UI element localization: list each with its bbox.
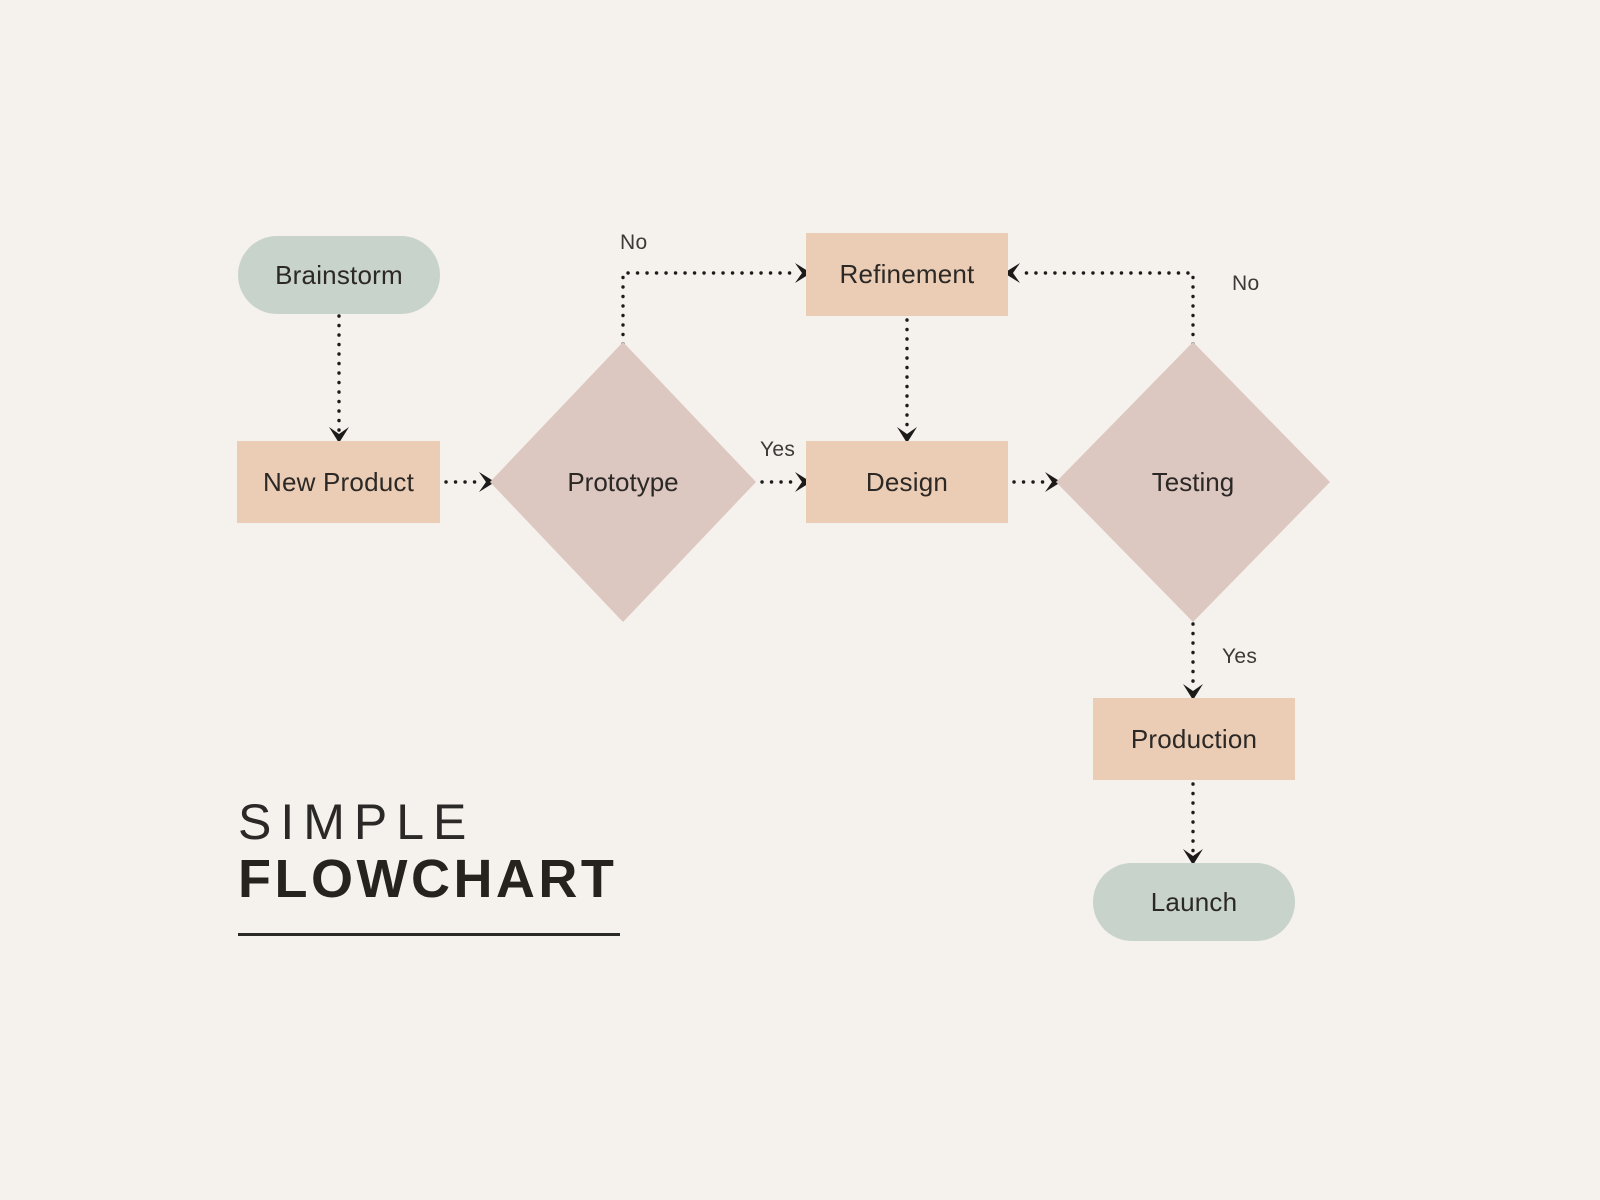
node-new-product[interactable]: New Product (237, 441, 440, 523)
node-design-label: Design (865, 466, 949, 497)
testing-text-wrap: Testing (1056, 342, 1330, 622)
node-new-product-label: New Product (262, 466, 415, 497)
node-production-label: Production (1130, 723, 1258, 754)
node-testing-label: Testing (1151, 466, 1235, 497)
node-brainstorm-label: Brainstorm (275, 259, 403, 290)
node-prototype[interactable]: Prototype (490, 342, 756, 622)
node-refinement[interactable]: Refinement (806, 233, 1008, 316)
edge-testing-no-to-refinement (1018, 271, 1195, 346)
title-divider (238, 932, 620, 936)
node-production[interactable]: Production (1093, 698, 1295, 780)
node-brainstorm[interactable]: Brainstorm (238, 236, 440, 314)
edge-label-no-prototype: No (620, 231, 648, 254)
edge-prototype-no-to-refinement (621, 271, 800, 346)
node-testing[interactable]: Testing (1056, 342, 1330, 622)
node-prototype-label: Prototype (567, 466, 679, 497)
edge-label-yes-prototype: Yes (760, 438, 796, 461)
node-launch-label: Launch (1150, 886, 1238, 917)
title-block: SIMPLE FLOWCHART (238, 795, 658, 936)
page-title-line-1: SIMPLE (238, 794, 476, 850)
node-design[interactable]: Design (806, 441, 1008, 523)
edge-label-yes-testing: Yes (1222, 645, 1258, 668)
node-launch[interactable]: Launch (1093, 863, 1295, 941)
node-refinement-label: Refinement (839, 259, 975, 289)
page-title-line-2: FLOWCHART (238, 849, 618, 909)
edge-label-no-testing: No (1232, 272, 1260, 295)
prototype-text-wrap: Prototype (490, 342, 756, 622)
